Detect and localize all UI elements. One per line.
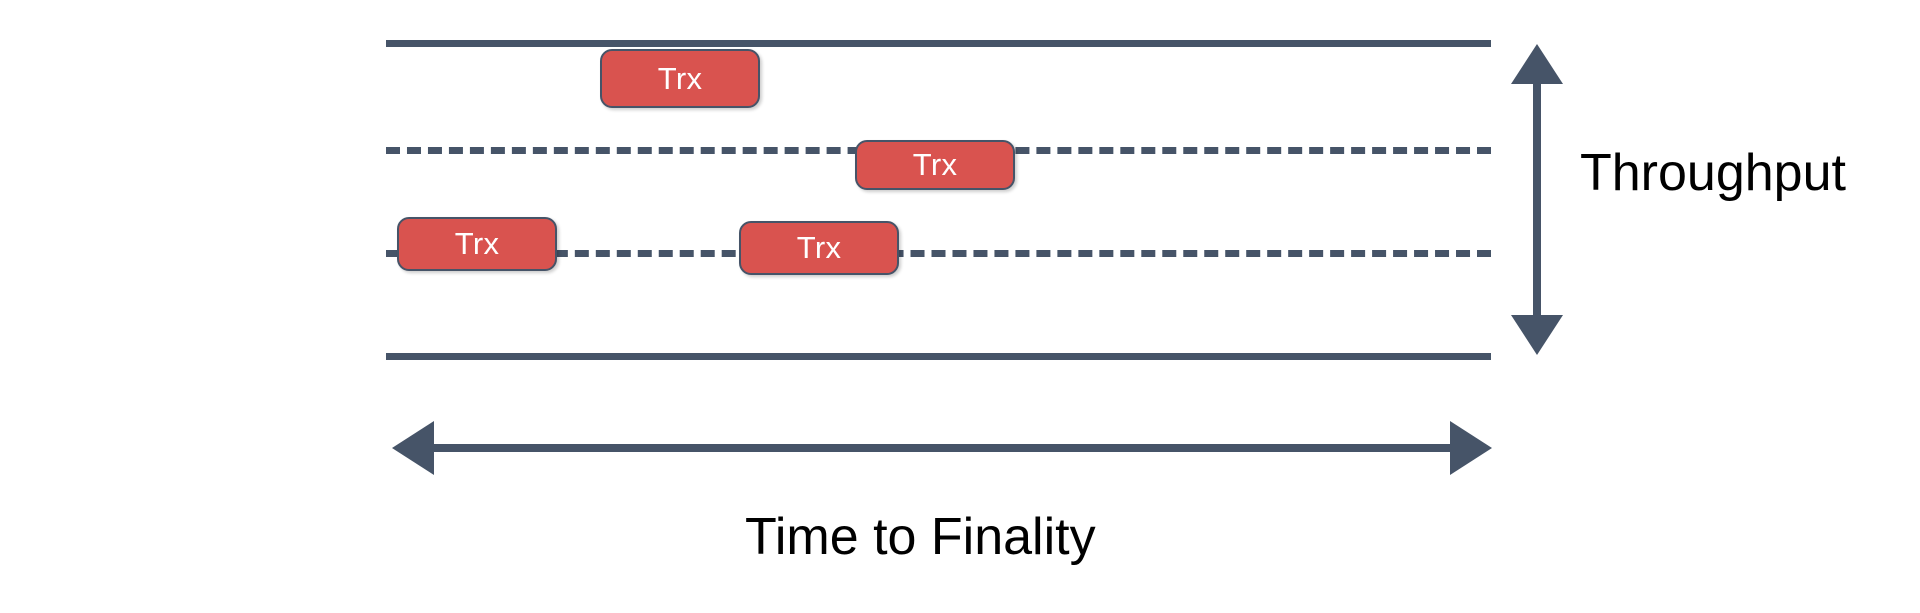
time-to-finality-axis-label: Time to Finality — [745, 508, 1096, 566]
transaction-box-1[interactable]: Trx — [600, 49, 760, 108]
time-axis-arrowhead-left — [392, 421, 434, 475]
lane-boundary-dashed-lower — [386, 250, 1491, 257]
throughput-axis-arrow-shaft — [1533, 75, 1541, 325]
transaction-box-4[interactable]: Trx — [739, 221, 899, 275]
lane-boundary-solid-bottom — [386, 353, 1491, 360]
time-axis-arrow-shaft — [420, 444, 1465, 452]
throughput-axis-arrowhead-up — [1511, 44, 1563, 84]
throughput-axis-arrowhead-down — [1511, 315, 1563, 355]
time-axis-arrowhead-right — [1450, 421, 1492, 475]
transaction-box-2[interactable]: Trx — [855, 140, 1015, 190]
throughput-axis-label: Throughput — [1580, 144, 1846, 202]
transaction-box-3[interactable]: Trx — [397, 217, 557, 271]
lane-boundary-solid-top — [386, 40, 1491, 47]
